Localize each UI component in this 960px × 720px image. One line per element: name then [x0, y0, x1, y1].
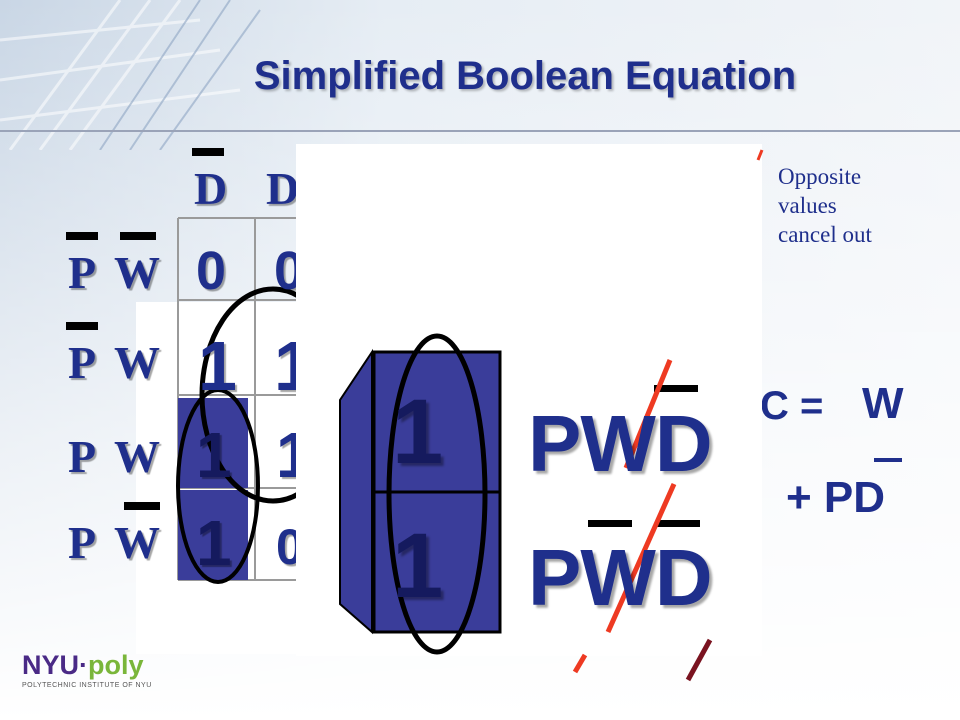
logo-subtitle: POLYTECHNIC INSTITUTE OF NYU [22, 682, 152, 689]
kmap-filled-cell [178, 490, 248, 580]
note-line: Opposite [778, 164, 862, 189]
term-pwd: PWD [528, 533, 713, 622]
logo-nyu: NYU [22, 650, 80, 680]
overbar [124, 502, 160, 510]
logo-poly: poly [88, 650, 144, 680]
zoom-one: 1 [392, 381, 443, 483]
title-divider [0, 130, 960, 132]
row-label-p: P [68, 247, 97, 298]
kmap-cell: 1 [198, 327, 237, 405]
strike-mark [572, 653, 588, 674]
zoom-one: 1 [392, 515, 443, 617]
overbar [66, 232, 98, 240]
row-label-w: W [114, 247, 160, 298]
strike-mark [756, 149, 764, 161]
row-label-p: P [68, 431, 97, 482]
strike-mark [605, 482, 677, 634]
zoom-oval [386, 333, 488, 655]
row-label-w: W [114, 517, 160, 568]
result-term-w: W [862, 379, 904, 428]
row-label-w: W [114, 337, 160, 388]
row-label-p: P [68, 517, 97, 568]
group-oval-column [176, 388, 260, 584]
row-label-w: W [114, 431, 160, 482]
overbar [656, 520, 700, 527]
building-decoration [0, 0, 261, 150]
row-label-p: P [68, 337, 97, 388]
kmap-cell: 1 [196, 507, 232, 579]
overbar [120, 232, 156, 240]
logo-dot: · [79, 650, 89, 680]
note-line: values [778, 193, 837, 218]
overbar [588, 520, 632, 527]
overbar [654, 385, 698, 392]
overbar [874, 458, 902, 462]
col-header-dbar: D [194, 163, 228, 214]
result-term-pd: + PD [786, 473, 886, 522]
slide-title: Simplified Boolean Equation [253, 54, 797, 98]
overbar [66, 322, 98, 330]
cancel-note: Opposite values cancel out [778, 162, 872, 249]
kmap-filled-cell [178, 398, 248, 488]
zoom-funnel [339, 348, 373, 635]
strike-mark [685, 638, 713, 682]
col-header-d: D [266, 163, 300, 214]
kmap-cell: 0 [196, 241, 227, 301]
term-pwd: PWD [528, 399, 713, 488]
note-line: cancel out [778, 222, 872, 247]
strike-mark [623, 359, 673, 469]
kmap-cell: 1 [196, 419, 232, 491]
nyu-poly-logo: NYU·poly POLYTECHNIC INSTITUTE OF NYU [22, 650, 152, 689]
result-lhs: C = [760, 384, 824, 428]
col-header-dbar-overbar [192, 148, 224, 156]
